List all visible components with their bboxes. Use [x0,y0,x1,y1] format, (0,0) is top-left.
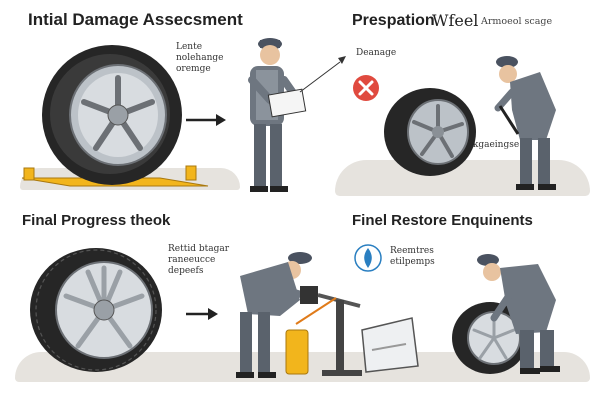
panel-title-initial-damage: Intial Damage Assecsment [28,10,243,29]
panel-title-script: Wfeel [432,11,479,30]
balancer-machine [285,286,362,376]
damaged-tire [42,45,182,185]
panel-title-final-progress: Final Progress theok [22,212,171,229]
worker-mounting [477,254,560,374]
wrench-icon [498,105,520,135]
note-bottom-left: Rettid btagar raneeucce depeefs [168,244,229,277]
new-tire [30,248,162,372]
panel-title-prespation: Prespation [352,12,435,29]
clipboard-icon [267,88,307,118]
note-line: nolehange [176,53,224,63]
arrow-right-icon [186,308,218,320]
worker-clipboard [248,38,346,192]
note-line: depeefs [168,266,204,276]
flame-icon [354,244,382,272]
tool-label: Ckgaeingse [466,140,520,150]
note-bottom-right: Reemtres etilpemps [390,246,435,268]
note-line: oremge [176,64,211,74]
note-top-left: Lente nolehange oremge [176,42,223,75]
removed-tire [384,88,476,176]
error-x-icon [353,75,379,101]
damage-label: Deanage [356,48,397,58]
note-line: raneeucce [168,255,216,265]
note-line: Rettid btagar [168,244,230,254]
note-line: Lente [176,42,203,52]
panel-subtitle: Armoeol scage [481,16,553,27]
sign-board [361,317,419,373]
worker-machine [236,252,312,378]
worker-wrench [494,56,556,190]
panel-title-final-restore: Finel Restore Enquinents [352,212,533,229]
arrow-right-icon [186,114,226,126]
note-line: Reemtres [390,246,434,256]
note-line: etilpemps [390,257,435,267]
